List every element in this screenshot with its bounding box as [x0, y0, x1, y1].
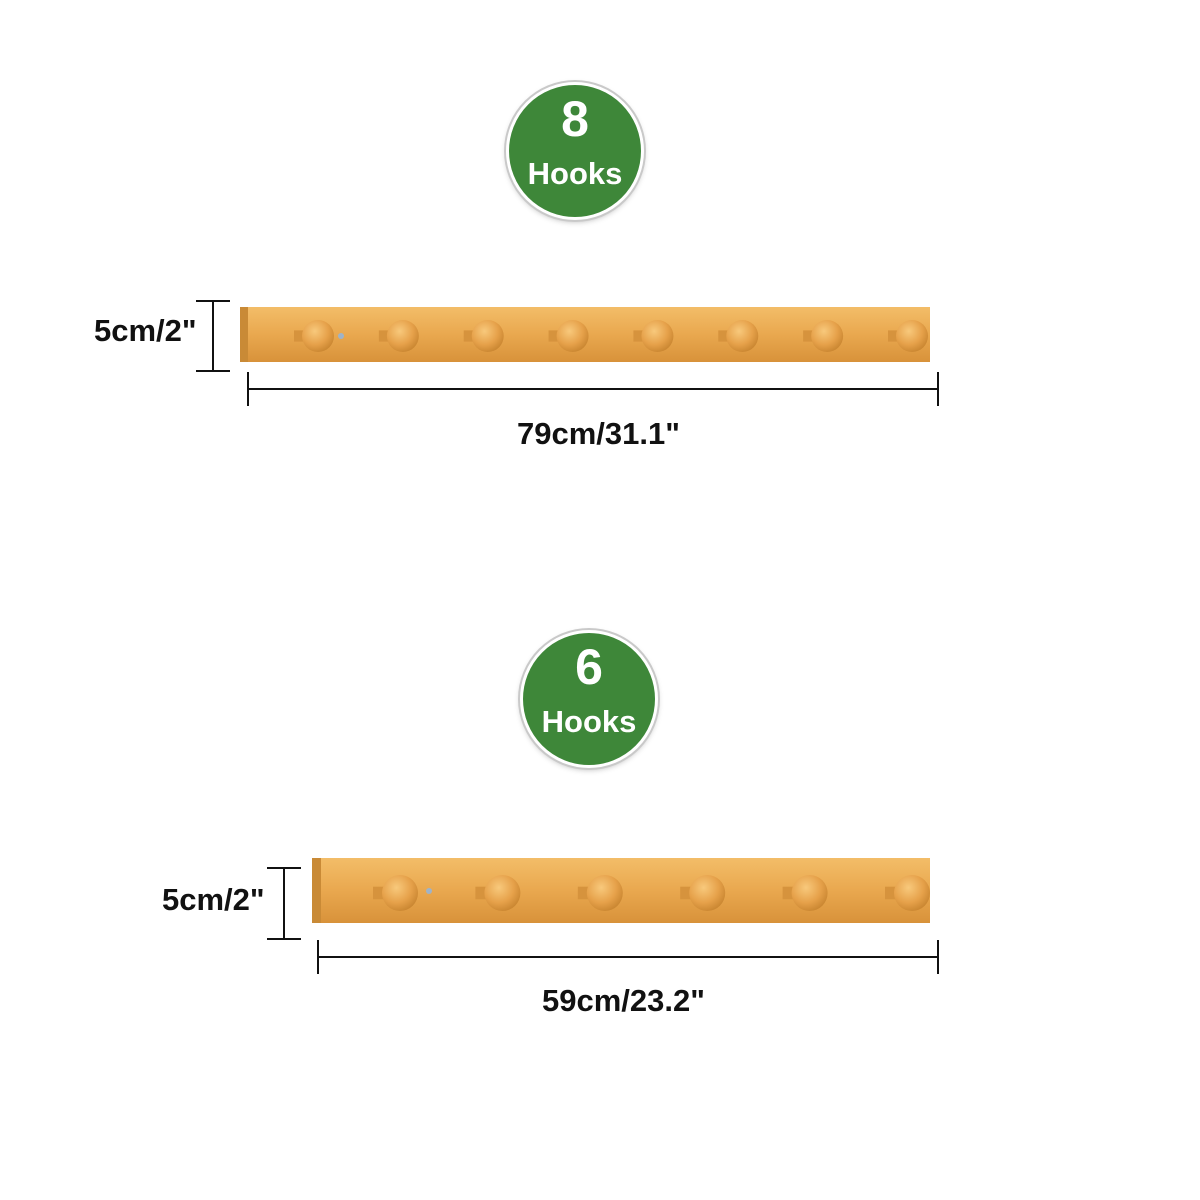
hook-count-badge-8: 8 Hooks	[506, 82, 644, 220]
badge-number: 8	[561, 91, 589, 147]
hook-knob	[718, 320, 759, 352]
hook-count-badge-6: 6 Hooks	[520, 630, 658, 768]
screw-icon	[426, 888, 432, 894]
width-label: 79cm/31.1"	[517, 416, 680, 451]
hook-knob	[633, 320, 674, 352]
height-dimension-line	[196, 300, 230, 372]
width-dimension-line	[317, 940, 939, 974]
height-label: 5cm/2"	[162, 882, 265, 917]
hook-knob	[475, 875, 521, 911]
hooks-row	[294, 320, 928, 352]
hook-knob	[885, 875, 930, 911]
hook-knob	[463, 320, 504, 352]
hook-knob	[577, 875, 623, 911]
badge-label: Hooks	[541, 704, 637, 739]
badge-label: Hooks	[527, 156, 623, 191]
hook-knob	[888, 320, 928, 352]
height-label: 5cm/2"	[94, 313, 197, 348]
hook-knob	[782, 875, 828, 911]
rack-end	[240, 307, 248, 362]
hook-knob	[548, 320, 589, 352]
hook-rack-6	[312, 858, 930, 923]
hook-knob	[680, 875, 726, 911]
rack-end	[312, 858, 321, 923]
hooks-row	[373, 875, 930, 911]
width-label: 59cm/23.2"	[542, 983, 705, 1018]
hook-knob	[294, 320, 334, 352]
width-dimension-line	[247, 372, 939, 406]
hook-knob	[378, 320, 419, 352]
badge-number: 6	[575, 639, 603, 695]
hook-knob	[803, 320, 844, 352]
hook-knob	[373, 875, 418, 911]
screw-icon	[338, 333, 344, 339]
height-dimension-line	[267, 867, 301, 940]
hook-rack-8	[240, 307, 930, 362]
